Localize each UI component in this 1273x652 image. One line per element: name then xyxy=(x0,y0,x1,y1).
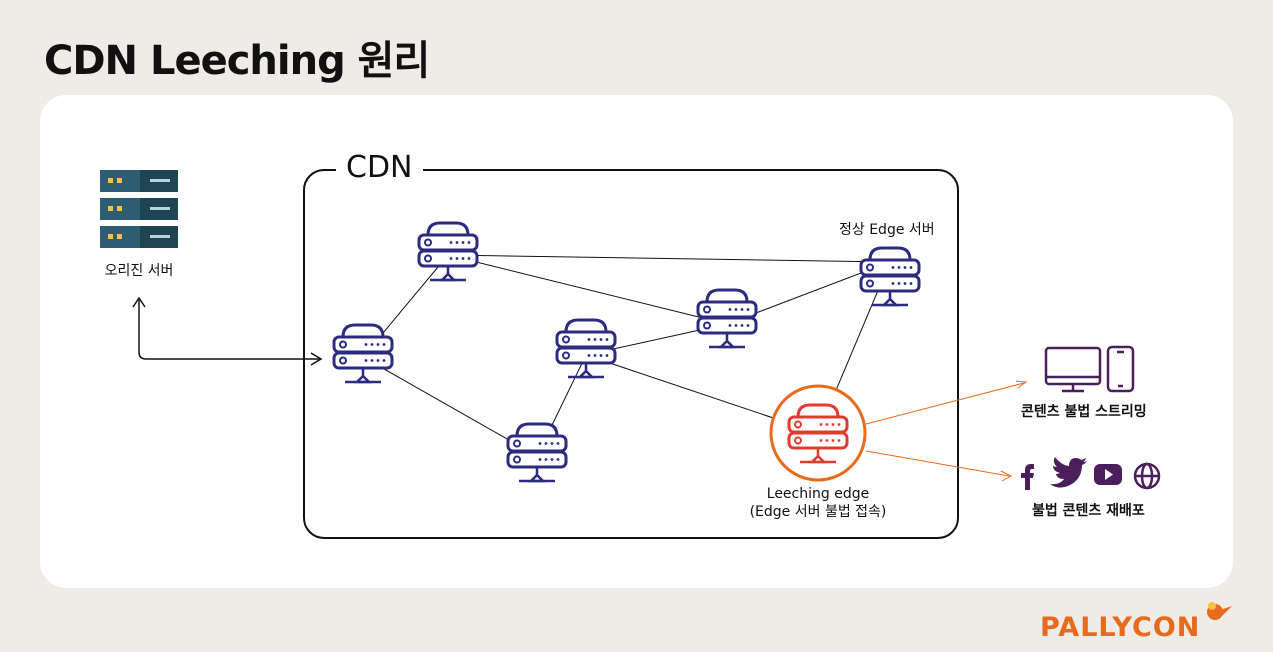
pallycon-logo: PALLYCON xyxy=(1040,612,1201,643)
pallycon-logo-mark xyxy=(1207,602,1232,620)
cdn-boundary xyxy=(303,169,959,539)
diagram-card xyxy=(40,95,1233,588)
normal-edge-server-icon xyxy=(859,246,921,307)
leeching-edge-icon xyxy=(769,384,867,482)
leech-arrows xyxy=(865,380,1028,482)
smartphone-icon xyxy=(1106,345,1135,393)
facebook-icon xyxy=(1021,464,1034,490)
edge-server-icon xyxy=(555,318,617,379)
edge-server-icon xyxy=(332,323,394,384)
twitter-icon xyxy=(1050,457,1087,488)
edge-server-icon xyxy=(696,288,758,349)
leeching-edge-subtitle: (Edge 서버 불법 접속) xyxy=(749,504,887,520)
origin-connection-arrow xyxy=(132,296,323,366)
edge-server-icon xyxy=(417,221,479,282)
origin-server-label: 오리진 서버 xyxy=(104,263,174,279)
edge-server-icon xyxy=(506,422,568,483)
leeching-edge-title: Leeching edge xyxy=(766,486,870,502)
leeching-edge-label: Leeching edge (Edge 서버 불법 접속) xyxy=(735,485,901,521)
redistribution-label: 불법 콘텐츠 재배포 xyxy=(1032,503,1145,519)
globe-icon xyxy=(1133,462,1161,490)
monitor-icon xyxy=(1044,346,1102,393)
normal-edge-label: 정상 Edge 서버 xyxy=(839,222,935,238)
page-title: CDN Leeching 원리 xyxy=(44,38,430,84)
streaming-label: 콘텐츠 불법 스트리밍 xyxy=(1021,404,1147,420)
cdn-label: CDN xyxy=(336,150,423,185)
youtube-icon xyxy=(1094,464,1122,485)
origin-server-icon xyxy=(100,170,178,248)
